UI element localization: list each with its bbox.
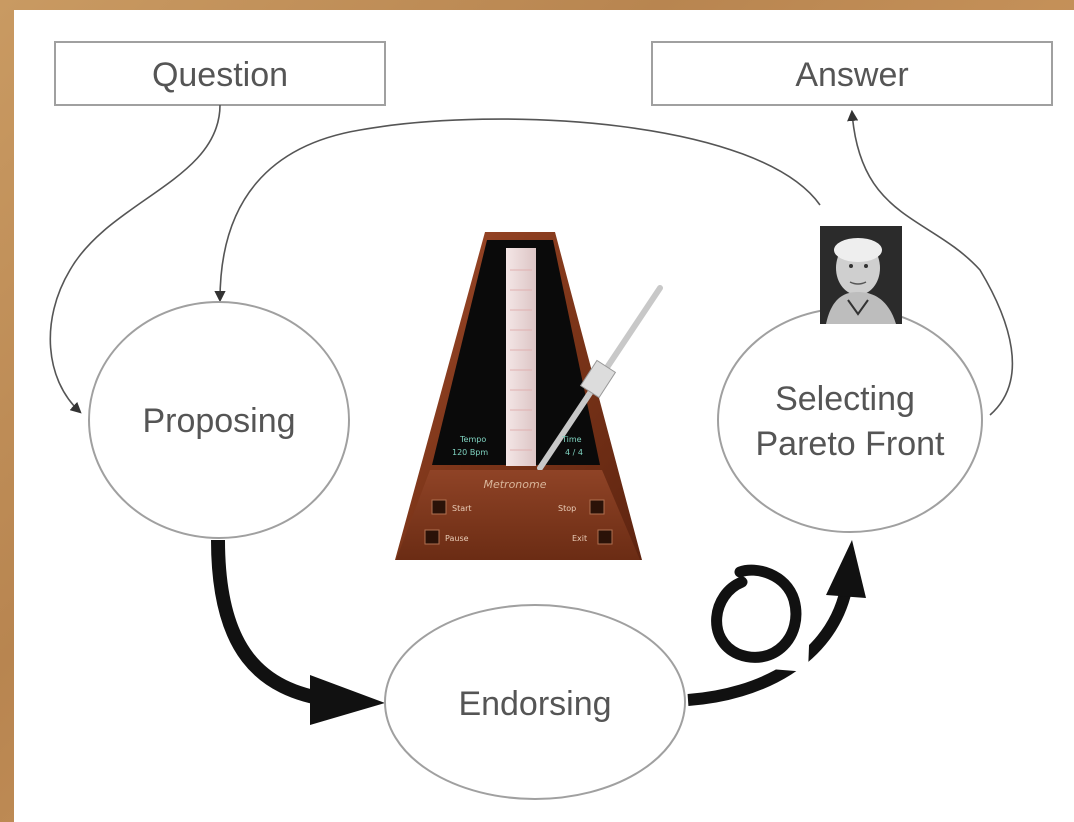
answer-box: Answer <box>651 41 1053 106</box>
portrait-photo <box>820 226 902 324</box>
metronome-illustration: Tempo 120 Bpm Time 4 / 4 Metronome Start… <box>395 232 663 560</box>
stop-button-icon <box>589 499 605 515</box>
question-label: Question <box>152 56 288 94</box>
pause-label: Pause <box>445 534 469 543</box>
exit-label: Exit <box>572 534 587 543</box>
endorsing-to-selecting-arrowhead <box>826 540 866 598</box>
endorsing-label: Endorsing <box>458 685 611 723</box>
proposing-label: Proposing <box>142 402 295 440</box>
proposing-node: Proposing <box>88 301 350 539</box>
pendulum-weight <box>579 359 617 399</box>
question-to-proposing-arrow <box>49 104 221 414</box>
pause-button-icon <box>424 529 440 545</box>
selecting-to-proposing-arrow <box>214 118 821 303</box>
proposing-to-endorsing-arrow <box>211 539 331 707</box>
enso-circle-icon <box>700 560 812 672</box>
endorsing-node: Endorsing <box>384 604 686 800</box>
question-box: Question <box>54 41 386 106</box>
tempo-scale <box>506 248 536 466</box>
stop-label: Stop <box>558 504 576 513</box>
selecting-pareto-front-node: Selecting Pareto Front <box>717 307 983 533</box>
selecting-label-line1: Selecting <box>775 380 915 418</box>
start-button-icon <box>431 499 447 515</box>
start-label: Start <box>452 504 472 513</box>
tempo-label: Tempo <box>459 435 486 444</box>
answer-label: Answer <box>795 56 908 94</box>
selecting-label-line2: Pareto Front <box>756 425 946 463</box>
exit-button-icon <box>597 529 613 545</box>
metronome-brand: Metronome <box>483 478 546 491</box>
time-label: Time <box>561 435 582 444</box>
tempo-value: 120 Bpm <box>452 448 488 457</box>
proposing-to-endorsing-arrowhead <box>310 675 385 725</box>
time-value: 4 / 4 <box>565 448 583 457</box>
selecting-to-answer-arrow <box>847 109 1014 416</box>
